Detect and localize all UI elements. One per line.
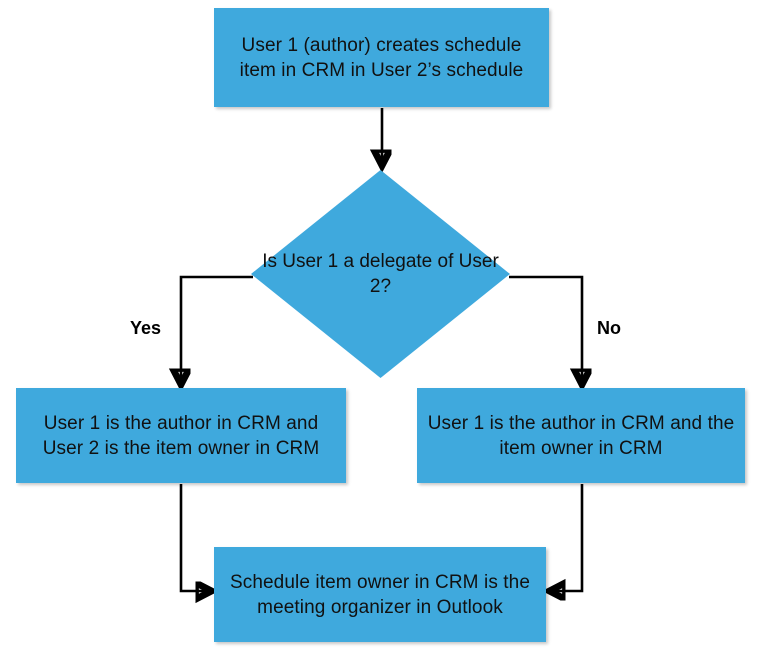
connector-yes-to-end xyxy=(179,484,209,591)
connector-no-to-end xyxy=(552,484,584,591)
branch-label-no: No xyxy=(597,318,621,338)
node-yes-outcome[interactable]: User 1 is the author in CRM and User 2 i… xyxy=(16,388,346,483)
node-end[interactable]: Schedule item owner in CRM is the meetin… xyxy=(214,547,546,642)
connector-decision-yes xyxy=(181,275,253,382)
node-no-outcome-label: User 1 is the author in CRM and the item… xyxy=(427,412,735,459)
node-start[interactable]: User 1 (author) creates schedule item in… xyxy=(214,8,549,107)
node-yes-outcome-label: User 1 is the author in CRM and User 2 i… xyxy=(42,412,320,459)
node-end-label: Schedule item owner in CRM is the meetin… xyxy=(229,571,531,618)
node-no-outcome[interactable]: User 1 is the author in CRM and the item… xyxy=(417,388,745,483)
branch-label-yes: Yes xyxy=(130,318,162,338)
connector-decision-no xyxy=(509,275,582,382)
node-start-label: User 1 (author) creates schedule item in… xyxy=(239,34,524,81)
